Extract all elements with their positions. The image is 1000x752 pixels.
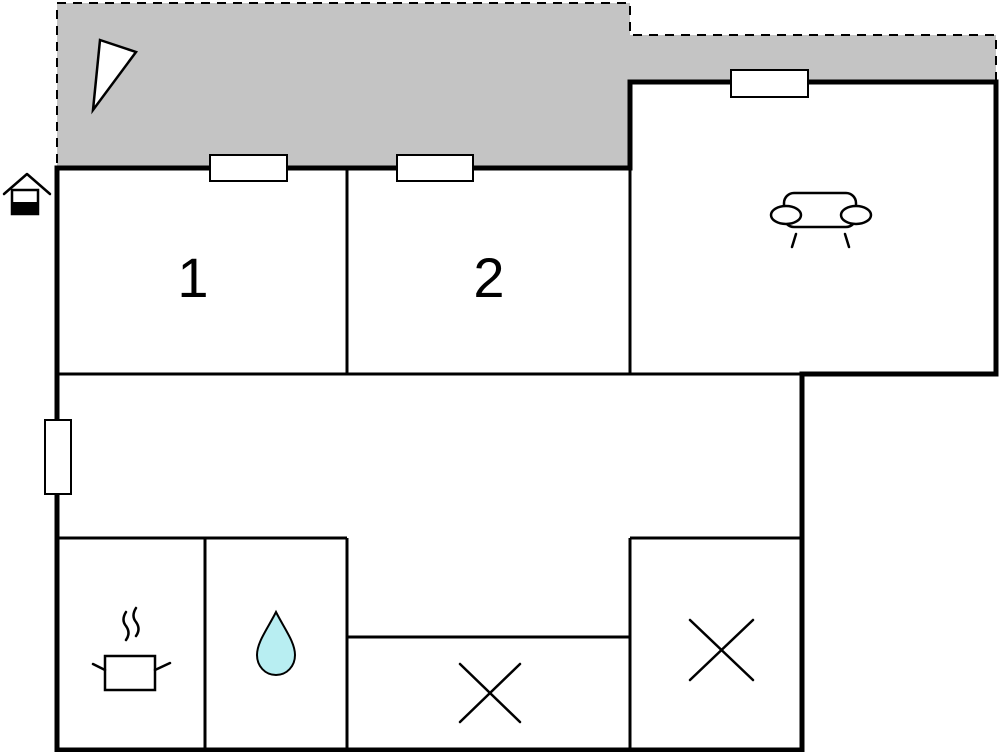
interior-walls	[57, 168, 802, 750]
outer-wall	[54, 79, 999, 752]
cross-icon	[688, 618, 755, 682]
window-bedroom-2	[396, 154, 474, 182]
house-entrance-icon	[2, 172, 52, 216]
exterior-walls	[54, 79, 999, 752]
armchair-icon	[769, 191, 873, 249]
window-living-room	[730, 69, 809, 98]
water-drop-icon	[255, 609, 297, 677]
terrace-area	[56, 2, 997, 169]
window-bedroom-1	[209, 154, 288, 182]
compass-arrow-icon	[91, 38, 139, 115]
terrace	[56, 2, 997, 169]
window-hallway	[44, 419, 72, 495]
room-label-bedroom-2: 2	[473, 246, 504, 309]
room-label-bedroom-1: 1	[177, 246, 208, 309]
cross-icon	[458, 662, 522, 724]
cooking-pot-icon	[91, 606, 172, 692]
windows	[44, 69, 809, 495]
